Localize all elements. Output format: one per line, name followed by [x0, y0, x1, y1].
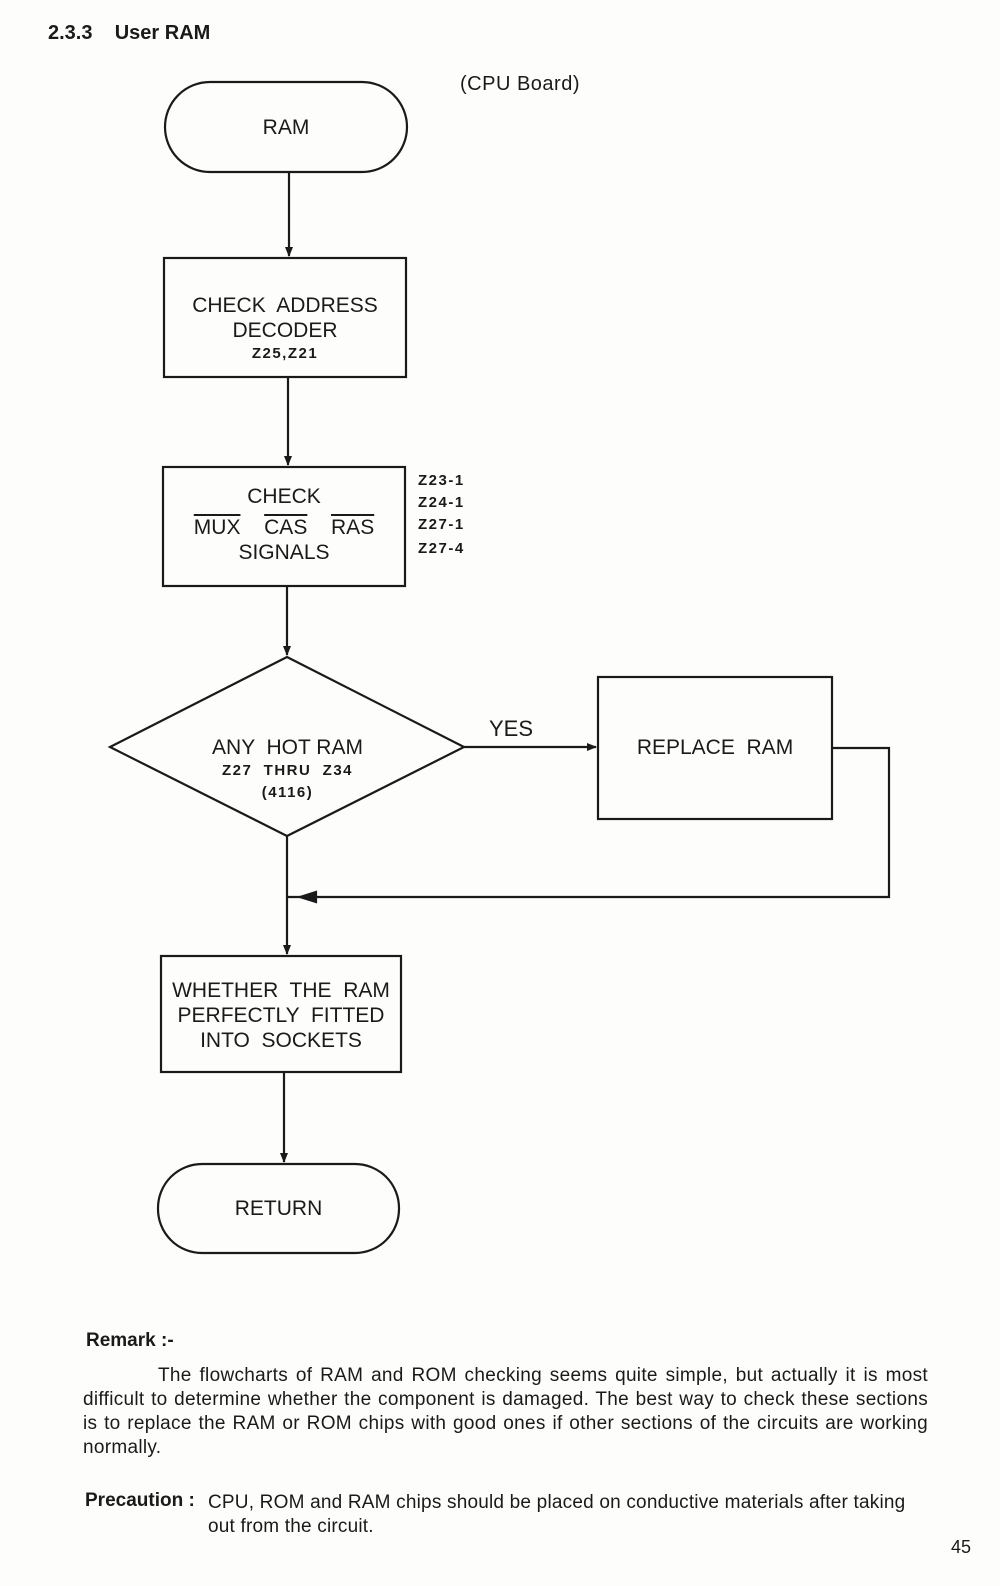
side-chip: Z27-4 — [418, 540, 465, 557]
precaution-body: CPU, ROM and RAM chips should be placed … — [208, 1492, 906, 1537]
end-terminal — [156, 1162, 401, 1255]
check-signals-line-1: CHECK — [247, 485, 321, 508]
fitted-line-1: WHETHER THE RAM — [172, 979, 390, 1002]
signal-ras: RAS — [331, 516, 375, 539]
side-chip: Z24-1 — [418, 494, 465, 511]
merge-arrowhead — [296, 890, 318, 904]
decision-text: ANY HOT RAM Z27 THRU Z34 (4116) — [170, 735, 405, 804]
yes-label: YES — [489, 716, 534, 741]
board-label: (CPU Board) — [460, 73, 580, 95]
check-signals-line-3: SIGNALS — [238, 541, 330, 564]
side-chip: Z27-1 — [418, 516, 465, 533]
check-signals-box — [161, 465, 407, 588]
fitted-box — [159, 954, 403, 1074]
replace-ram-label: REPLACE RAM — [636, 736, 794, 759]
connector-replace-return — [288, 746, 891, 899]
start-terminal — [163, 80, 409, 174]
check-signals-text: CHECK MUX CAS RAS SIGNALS — [163, 484, 405, 565]
side-chip-list: Z23-1 Z24-1 Z27-1 Z27-4 — [418, 470, 465, 560]
signal-mux: MUX — [193, 516, 241, 539]
section-number: 2.3.3 — [48, 22, 93, 44]
fitted-line-2: PERFECTLY FITTED — [177, 1004, 385, 1027]
precaution-title: Precaution : — [85, 1490, 195, 1511]
decision-line-2: Z27 THRU Z34 — [221, 762, 354, 779]
signal-cas: CAS — [264, 516, 308, 539]
fitted-line-3: INTO SOCKETS — [200, 1029, 362, 1052]
check-address-box — [162, 256, 408, 379]
decision-line-1: ANY HOT RAM — [212, 736, 363, 759]
side-chip: Z23-1 — [418, 472, 465, 489]
page-number: 45 — [951, 1537, 972, 1557]
decision-line-3: (4116) — [261, 784, 314, 801]
fitted-text: WHETHER THE RAM PERFECTLY FITTED INTO SO… — [161, 978, 401, 1053]
remark-body: The flowcharts of RAM and ROM checking s… — [83, 1365, 928, 1458]
end-label: RETURN — [234, 1197, 323, 1220]
signal-names: MUX CAS RAS — [163, 515, 405, 540]
check-address-text: CHECK ADDRESS DECODER Z25,Z21 — [164, 293, 406, 365]
check-address-line-2: DECODER — [232, 319, 338, 342]
check-address-line-1: CHECK ADDRESS — [192, 294, 378, 317]
remark-title: Remark :- — [86, 1330, 174, 1351]
section-heading: 2.3.3 User RAM — [48, 22, 210, 45]
check-address-chips: Z25,Z21 — [251, 345, 319, 362]
section-title: User RAM — [114, 22, 211, 44]
start-label: RAM — [262, 116, 310, 139]
